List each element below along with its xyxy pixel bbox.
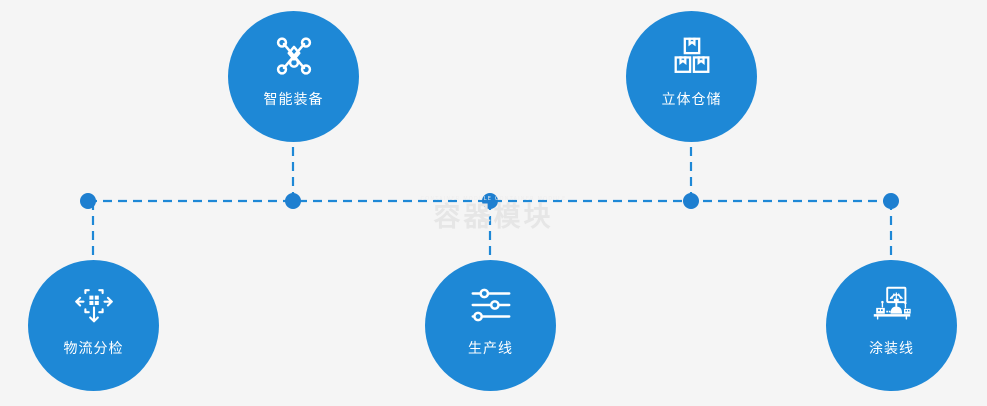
junction-dot-4[interactable] [683,193,699,209]
node-label: 生产线 [468,341,513,357]
paint-booth-icon [869,282,915,328]
node-label: 立体仓储 [661,92,722,108]
stacked-boxes-icon [669,33,715,79]
node-intelligent-equipment[interactable]: 智能装备 [228,11,359,142]
node-production-line[interactable]: 生产线 [425,260,556,391]
node-painting-line[interactable]: 涂装线 [826,260,957,391]
sliders-icon [468,282,514,328]
junction-dot-2[interactable] [285,193,301,209]
node-logistics-sorting[interactable]: 物流分检 [28,260,159,391]
junction-dot-3[interactable] [482,193,498,209]
junction-dot-1[interactable] [80,193,96,209]
node-label: 物流分检 [63,341,124,357]
network-nodes-icon [271,33,317,79]
node-label: 智能装备 [263,92,324,108]
node-label: 涂装线 [869,341,914,357]
junction-dot-5[interactable] [883,193,899,209]
node-stereoscopic-warehouse[interactable]: 立体仓储 [626,11,757,142]
sorting-arrows-icon [71,282,117,328]
